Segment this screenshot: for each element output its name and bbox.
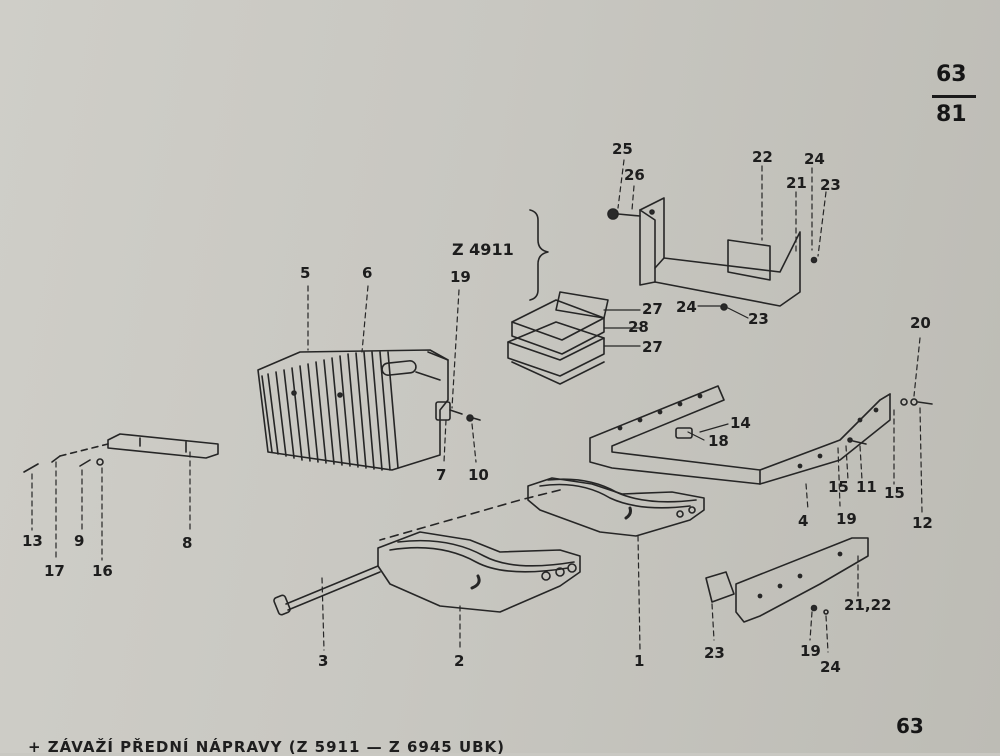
callout-18: 18 xyxy=(708,432,729,450)
plate-stack-27-28 xyxy=(507,291,609,385)
callout-19-bottom: 19 xyxy=(800,642,821,660)
page-number: 63 xyxy=(896,714,924,738)
callout-22: 22 xyxy=(752,148,773,166)
callout-28: 28 xyxy=(628,318,649,336)
callout-23-mid: 23 xyxy=(748,310,769,328)
leader-lines-solid xyxy=(603,305,749,441)
callout-25: 25 xyxy=(612,140,633,158)
callout-12: 12 xyxy=(912,514,933,532)
leader-lines xyxy=(31,159,923,653)
group-brace xyxy=(529,209,549,301)
callout-23-bottom: 23 xyxy=(704,644,725,662)
callout-3: 3 xyxy=(318,652,329,670)
callout-24-top: 24 xyxy=(804,150,825,168)
callout-15-right: 15 xyxy=(884,484,905,502)
callout-15-left: 15 xyxy=(828,478,849,496)
callout-16: 16 xyxy=(92,562,113,580)
bar-part-8 xyxy=(23,433,219,473)
bolt-25 xyxy=(607,208,619,220)
weight-block-1 xyxy=(527,477,705,537)
callout-19-mid: 19 xyxy=(836,510,857,528)
callout-20: 20 xyxy=(910,314,931,332)
callout-10: 10 xyxy=(468,466,489,484)
callout-2: 2 xyxy=(454,652,465,670)
callout-19-top: 19 xyxy=(450,268,471,286)
callout-27-top: 27 xyxy=(642,300,663,318)
callout-1: 1 xyxy=(634,652,645,670)
weight-stack-5-6 xyxy=(257,349,449,471)
callout-21-22: 21,22 xyxy=(844,596,892,614)
bracket-part-22 xyxy=(607,197,818,311)
page-ref-denominator: 81 xyxy=(936,102,967,127)
page-ref-numerator: 63 xyxy=(936,62,967,87)
callout-21: 21 xyxy=(786,174,807,192)
callout-26: 26 xyxy=(624,166,645,184)
long-bolt-3 xyxy=(273,565,381,616)
callout-11: 11 xyxy=(856,478,877,496)
callout-7: 7 xyxy=(436,466,447,484)
weight-block-2 xyxy=(377,531,581,613)
page-ref-divider xyxy=(932,95,976,98)
callout-17: 17 xyxy=(44,562,65,580)
callout-24-bottom: 24 xyxy=(820,658,841,676)
callout-13: 13 xyxy=(22,532,43,550)
frame-part-4 xyxy=(589,385,933,485)
plate-part-21-22 xyxy=(705,537,869,623)
callout-23-top: 23 xyxy=(820,176,841,194)
page-caption: + ZÁVAŽÍ PŘEDNÍ NÁPRAVY (Z 5911 — Z 6945… xyxy=(28,738,506,756)
assembly-dash-line xyxy=(379,489,561,541)
clamp-part-7 xyxy=(435,401,481,422)
callout-24-mid: 24 xyxy=(676,298,697,316)
group-label: Z 4911 xyxy=(452,240,514,259)
callout-5: 5 xyxy=(300,264,311,282)
callout-14: 14 xyxy=(730,414,751,432)
callout-27-bottom: 27 xyxy=(642,338,663,356)
callout-4: 4 xyxy=(798,512,809,530)
callout-8: 8 xyxy=(182,534,193,552)
callout-6: 6 xyxy=(362,264,373,282)
callout-9: 9 xyxy=(74,532,85,550)
